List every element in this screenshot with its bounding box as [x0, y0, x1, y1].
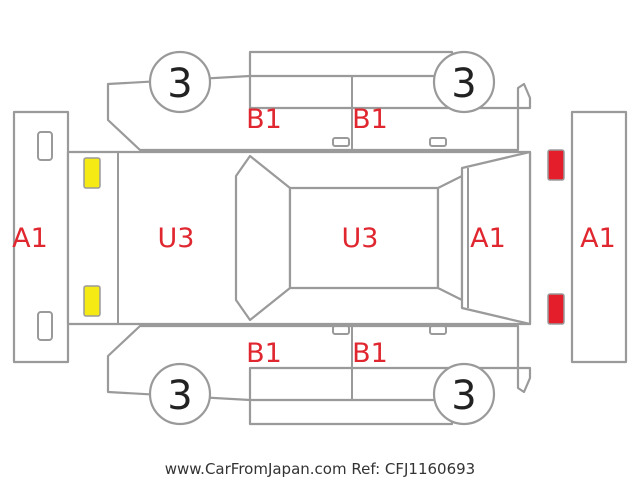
windshield — [234, 154, 292, 322]
taillight-top — [547, 149, 565, 181]
front-bumper-slot-top — [37, 131, 53, 161]
car-top-body — [66, 150, 532, 326]
rear-panel — [460, 150, 532, 326]
rear-bumper-code: A1 — [580, 223, 616, 254]
wheel-rear-left-label: 3 — [451, 61, 476, 107]
left-rear-door-code: B1 — [352, 104, 388, 135]
headlight-bottom — [83, 285, 101, 317]
rear-bumper — [570, 110, 628, 364]
roof-rail-bottom — [248, 398, 454, 426]
wheel-rear-right-label: 3 — [451, 373, 476, 419]
roof-code: U3 — [342, 223, 379, 254]
wheel-front-left: 3 — [148, 50, 212, 114]
wheel-front-left-label: 3 — [167, 61, 192, 107]
wheel-front-right-label: 3 — [167, 373, 192, 419]
rear-window — [436, 174, 464, 302]
right-rear-door-code: B1 — [352, 338, 388, 369]
lower-body-side — [106, 324, 532, 426]
right-front-door-code: B1 — [246, 338, 282, 369]
footer-credit: www.CarFromJapan.com Ref: CFJ1160693 — [165, 460, 475, 478]
front-bumper — [12, 110, 70, 364]
taillight-bottom — [547, 293, 565, 325]
front-bumper-slot-bottom — [37, 311, 53, 341]
wheel-front-right: 3 — [148, 362, 212, 426]
left-front-door-code: B1 — [246, 104, 282, 135]
hood-code: U3 — [158, 223, 195, 254]
wheel-rear-left: 3 — [432, 50, 496, 114]
wheel-rear-right: 3 — [432, 362, 496, 426]
rear-panel-code: A1 — [470, 223, 506, 254]
front-bumper-code: A1 — [12, 223, 48, 254]
roof-rail-top — [248, 50, 454, 78]
headlight-top — [83, 157, 101, 189]
